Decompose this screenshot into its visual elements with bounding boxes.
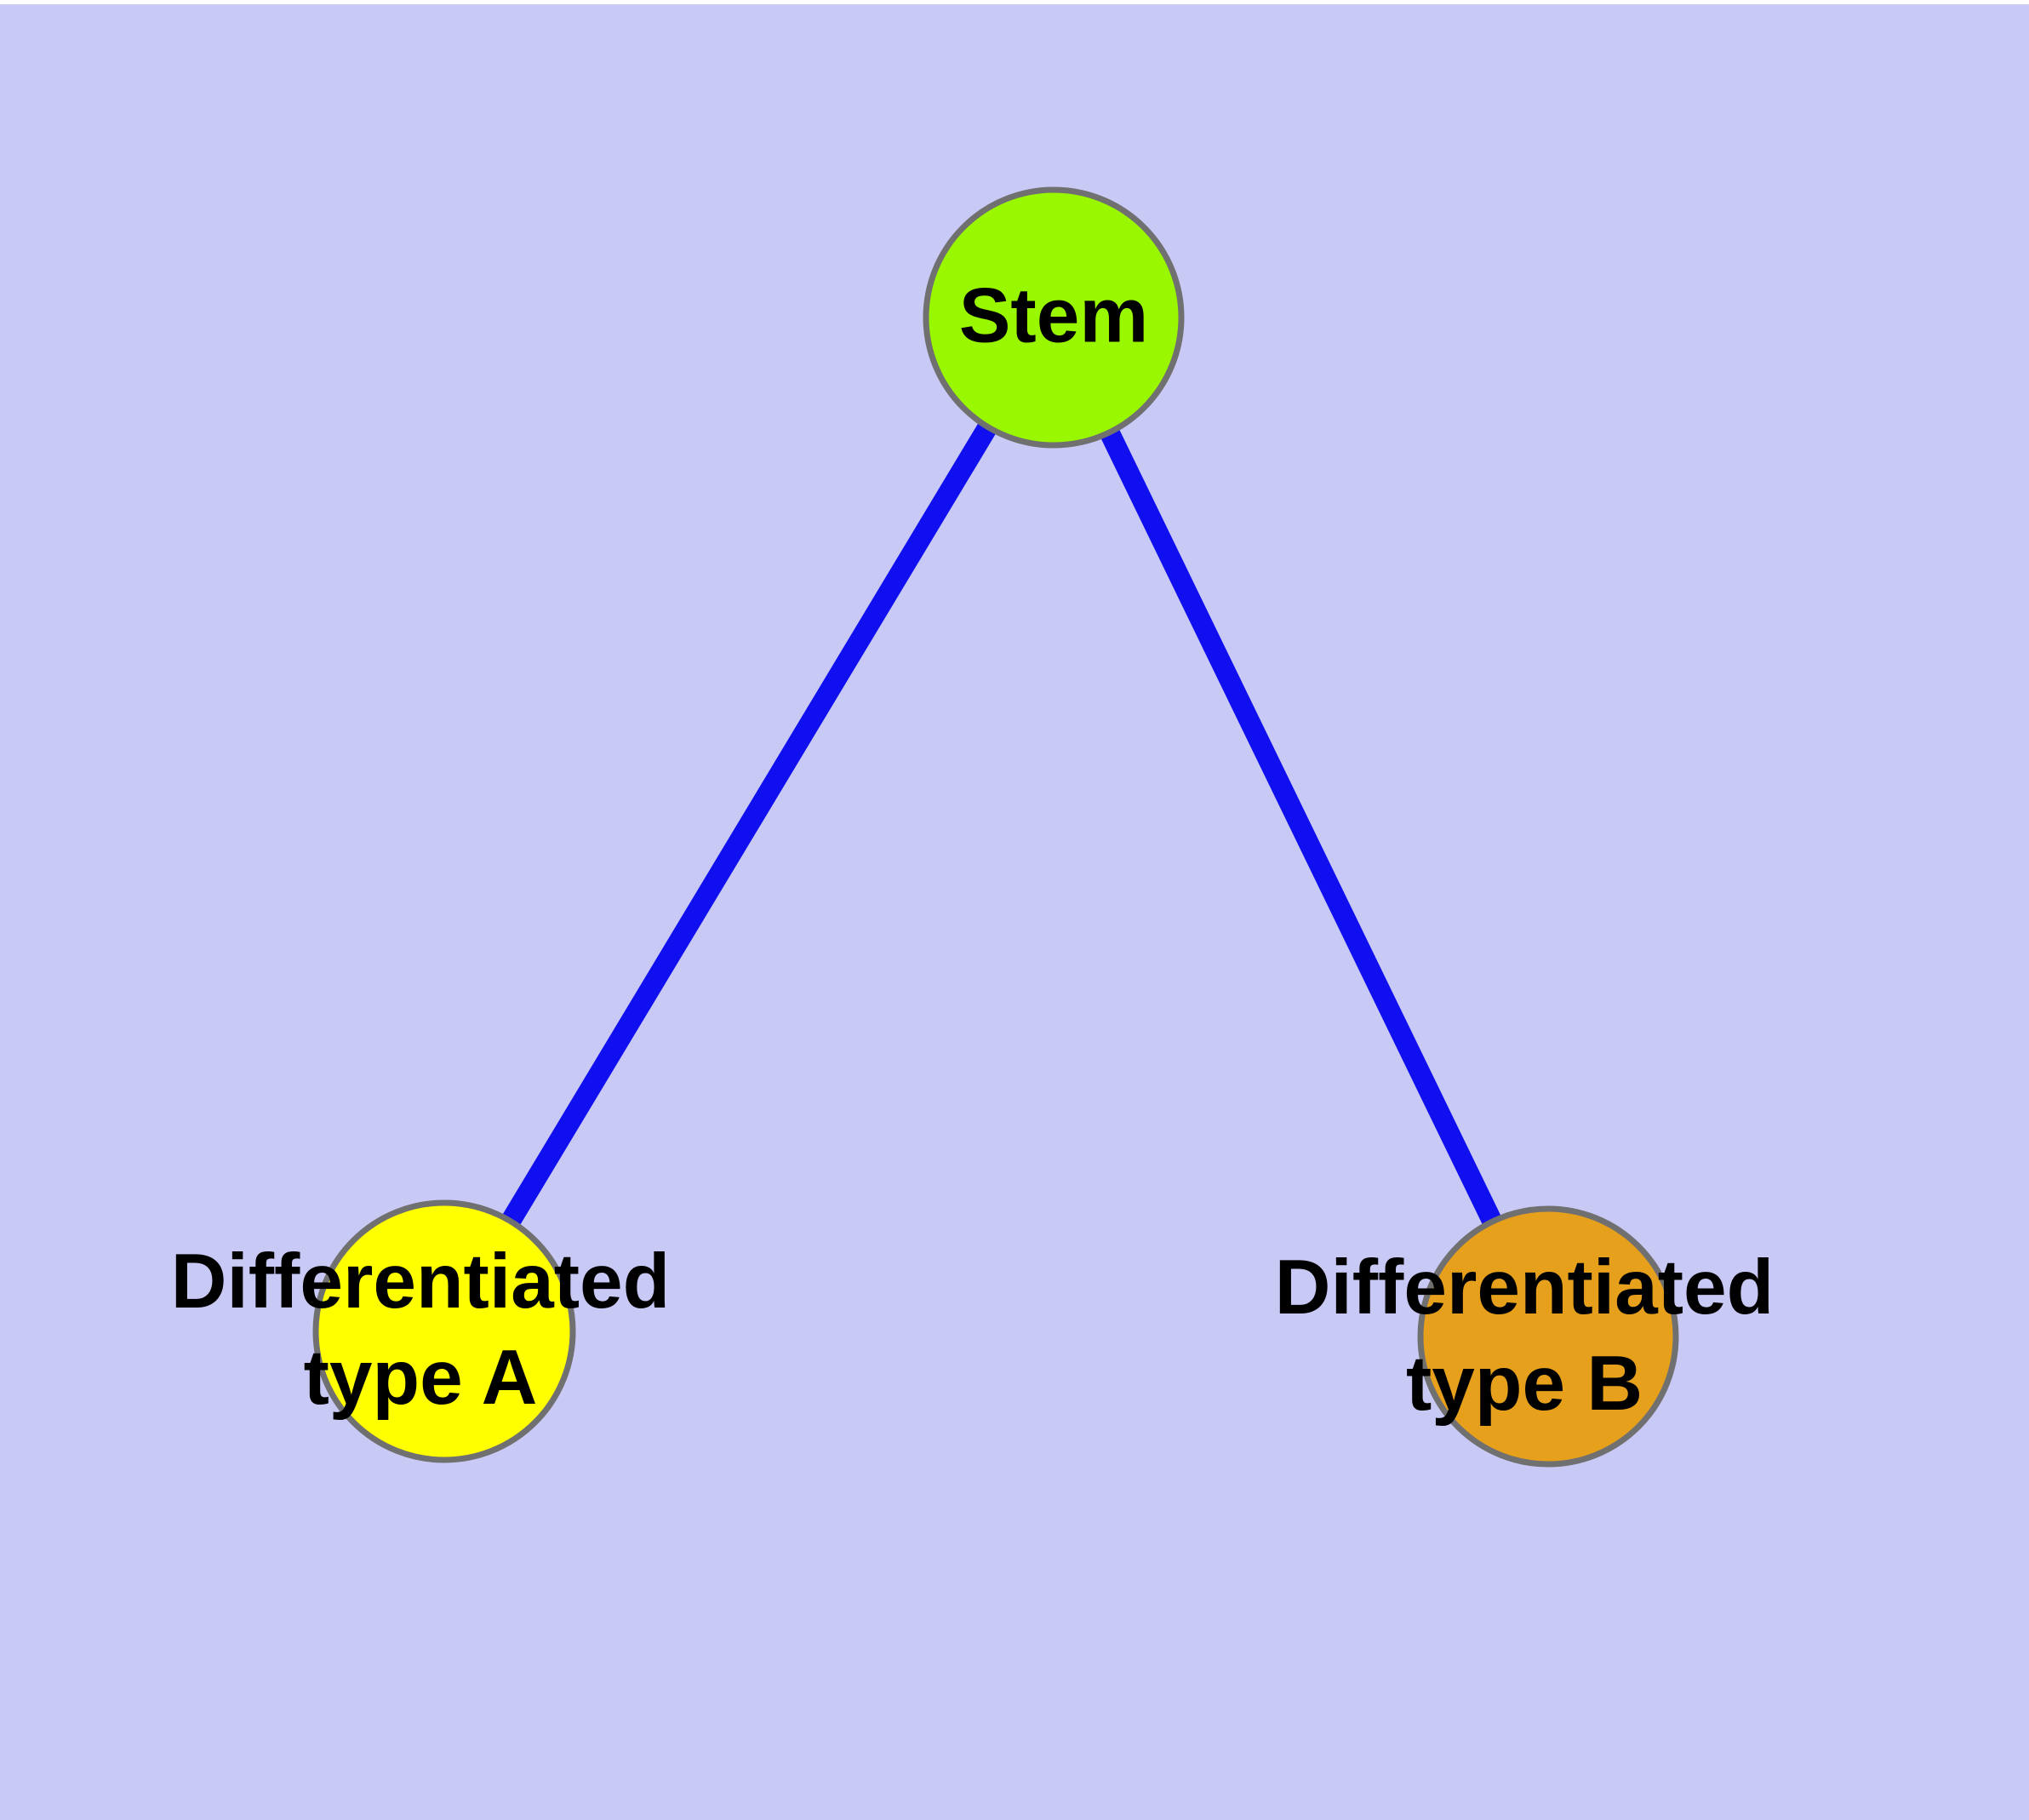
node-stem-label-line: Stem (958, 272, 1149, 359)
node-type-b-circle (1417, 1205, 1679, 1468)
node-type-a-label: Differentiated type A (171, 1233, 671, 1426)
node-stem-label: Stem (959, 268, 1149, 364)
node-stem-circle (923, 186, 1185, 449)
node-type-b-label-line1: Differentiated (1274, 1245, 1775, 1331)
node-type-a-circle (312, 1199, 576, 1463)
edge-stem-to-type-a (435, 312, 1063, 1337)
node-type-b-label-line2: type B (1405, 1341, 1643, 1427)
node-type-a-label-line1: Differentiated (170, 1239, 671, 1325)
edge-stem-to-type-b (1044, 312, 1557, 1342)
node-type-b-label: Differentiated type B (1275, 1239, 1775, 1432)
node-type-a-label-line2: type A (303, 1335, 538, 1421)
